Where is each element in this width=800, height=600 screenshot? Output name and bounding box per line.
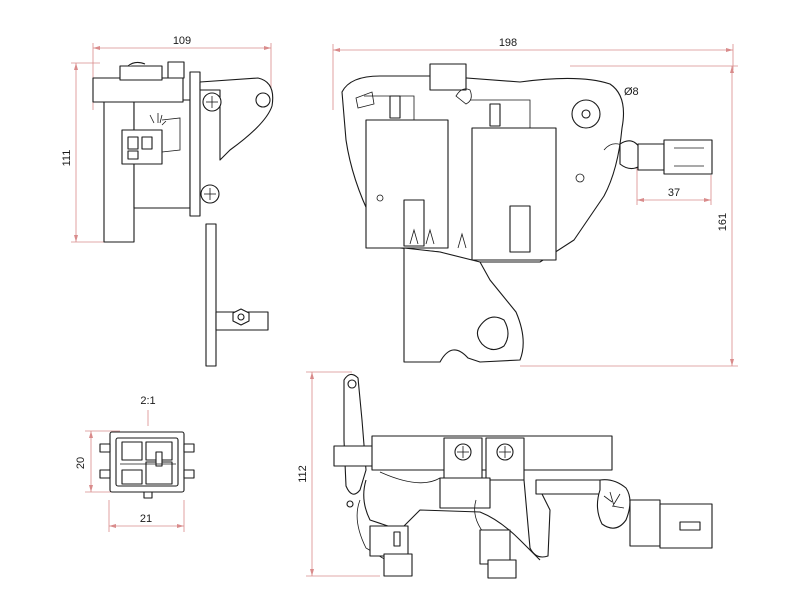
connector-height-label: 20 [75, 457, 87, 469]
front-width-dimension: 198 [332, 37, 734, 110]
front-width-label: 198 [499, 37, 517, 49]
side-height-label: 111 [61, 150, 73, 167]
side-view: 109 111 [61, 35, 274, 367]
top-view: 112 [297, 371, 713, 579]
side-width-label: 109 [173, 35, 191, 47]
front-height-label: 161 [717, 213, 729, 231]
side-width-dimension: 109 [92, 35, 272, 110]
connector-scale-label: 2:1 [140, 395, 155, 407]
connector-height-dimension: 20 [75, 430, 120, 493]
front-view-part [341, 63, 713, 363]
front-view: 198 161 37 Ø8 [332, 37, 738, 367]
connector-detail: 2:1 20 21 [75, 395, 195, 532]
side-height-dimension: 111 [61, 62, 106, 243]
connector-shape [99, 431, 195, 499]
connector-width-label: 21 [140, 513, 152, 525]
connector-width-dimension: 21 [108, 500, 185, 532]
front-height-dimension: 161 [520, 65, 738, 367]
top-view-height-label: 112 [297, 465, 309, 483]
side-view-part [92, 61, 274, 367]
connector-offset-label: 37 [668, 187, 680, 199]
connector-offset-dimension: 37 [636, 165, 712, 205]
hole-diameter-label: Ø8 [624, 86, 639, 98]
top-view-part [333, 373, 713, 579]
top-view-height-dimension: 112 [297, 371, 380, 577]
